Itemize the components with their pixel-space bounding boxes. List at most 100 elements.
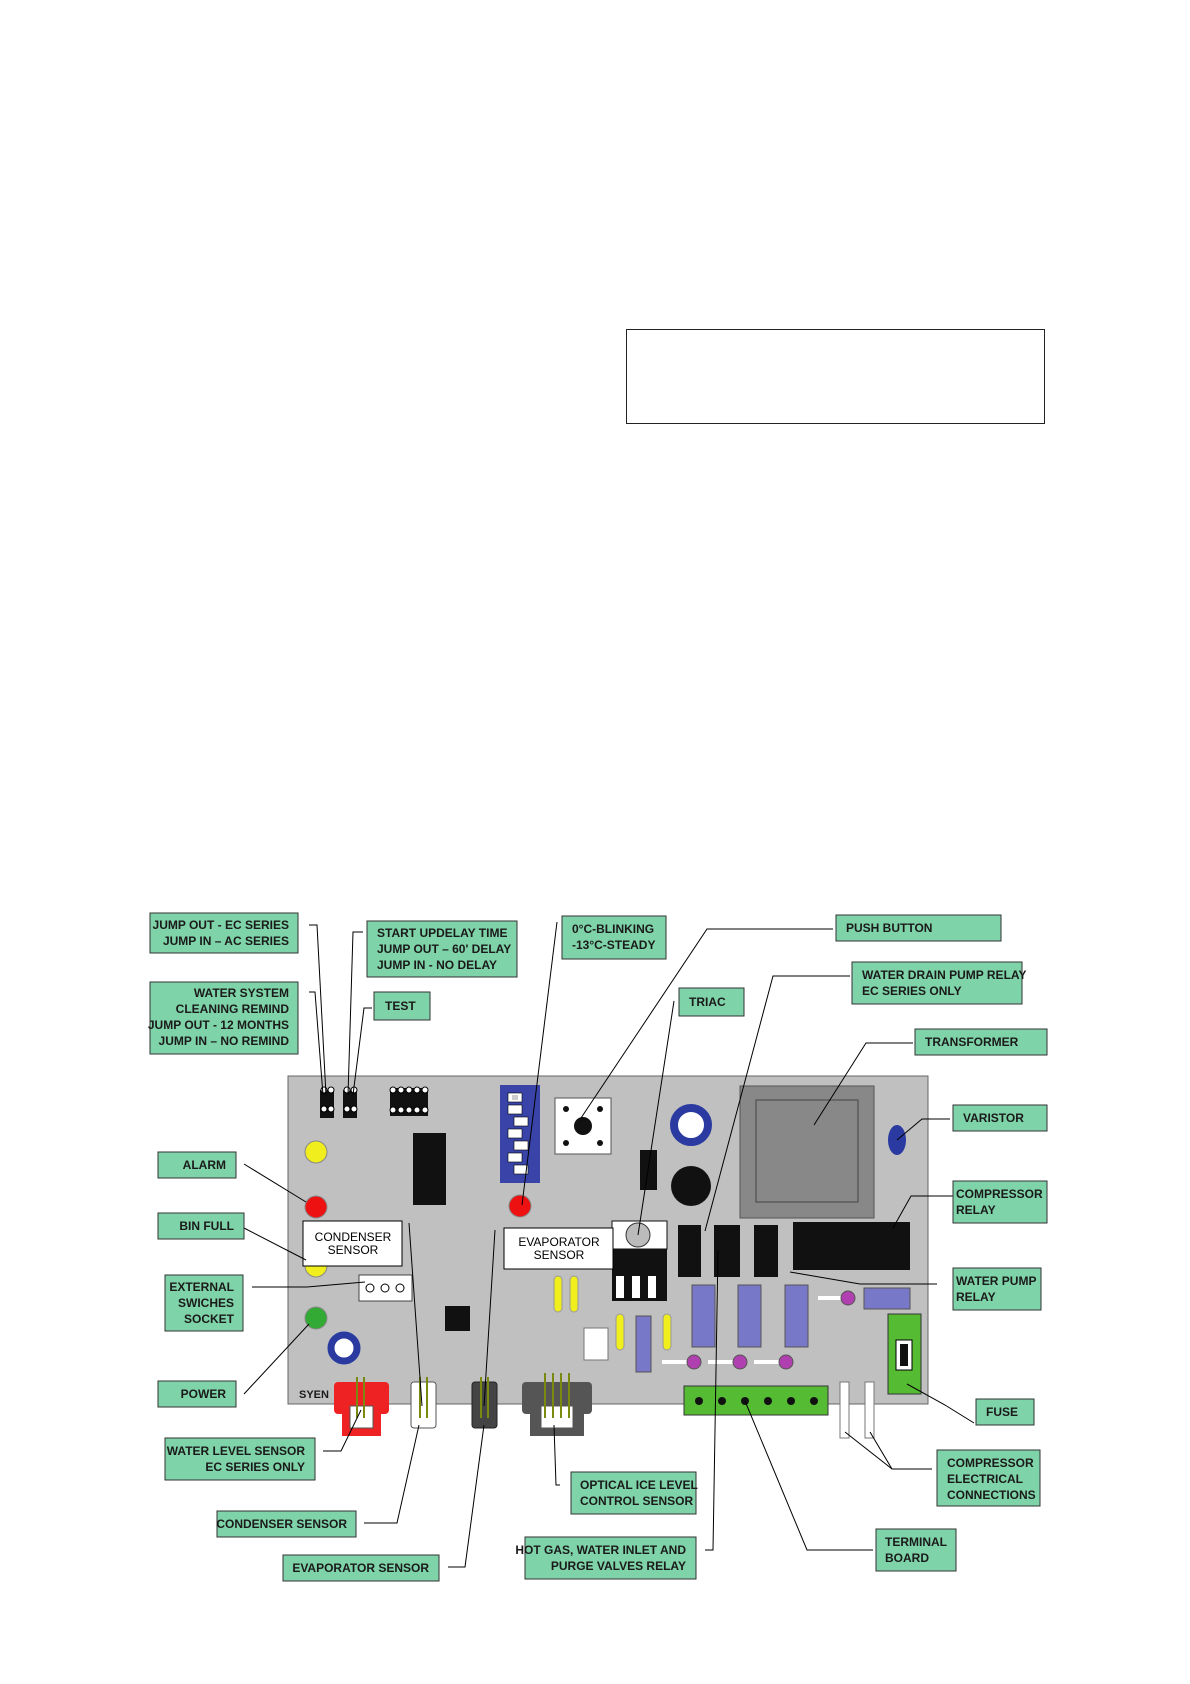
svg-text:WATER DRAIN PUMP RELAY: WATER DRAIN PUMP RELAY: [862, 968, 1026, 982]
label-power: POWER: [157, 1380, 237, 1408]
pin-header: [389, 1086, 429, 1116]
svg-text:RELAY: RELAY: [956, 1290, 996, 1304]
fuse-holder: [887, 1313, 922, 1395]
label-compressor-conn: COMPRESSOR ELECTRICAL CONNECTIONS: [936, 1449, 1041, 1507]
label-start-delay: START UPDELAY TIME JUMP OUT – 60' DELAY …: [366, 920, 518, 978]
resistor-yellow-4: [662, 1313, 672, 1351]
svg-text:JUMP OUT - EC SERIES: JUMP OUT - EC SERIES: [153, 918, 289, 932]
svg-text:WATER SYSTEM: WATER SYSTEM: [194, 986, 289, 1000]
svg-text:TEST: TEST: [385, 999, 416, 1013]
svg-text:PURGE VALVES RELAY: PURGE VALVES RELAY: [551, 1559, 686, 1573]
capacitor-ring-small: [327, 1331, 361, 1365]
svg-text:START UPDELAY TIME: START UPDELAY TIME: [377, 926, 507, 940]
blue-block-3: [784, 1284, 809, 1348]
resistor-yellow-1: [553, 1275, 563, 1313]
transformer: [739, 1085, 875, 1219]
label-drain-pump: WATER DRAIN PUMP RELAY EC SERIES ONLY: [851, 961, 1026, 1005]
evaporator-sensor-box: EVAPORATOR SENSOR: [503, 1227, 614, 1270]
label-external: EXTERNAL SWICHES SOCKET: [164, 1274, 244, 1332]
relay-compressor: [793, 1222, 910, 1270]
power-led: [304, 1306, 328, 1330]
voltage-regulator: [611, 1220, 668, 1301]
svg-text:BOARD: BOARD: [885, 1551, 929, 1565]
svg-text:JUMP IN – NO REMIND: JUMP IN – NO REMIND: [159, 1034, 290, 1048]
label-water-level: WATER LEVEL SENSOR EC SERIES ONLY: [164, 1437, 316, 1481]
svg-text:BIN FULL: BIN FULL: [179, 1219, 234, 1233]
label-water-pump-relay: WATER PUMP RELAY: [952, 1267, 1042, 1311]
external-switch-socket: [358, 1274, 413, 1302]
svg-text:CONTROL SENSOR: CONTROL SENSOR: [580, 1494, 693, 1508]
svg-text:SWICHES: SWICHES: [178, 1296, 234, 1310]
svg-text:JUMP OUT - 12 MONTHS: JUMP OUT - 12 MONTHS: [148, 1018, 289, 1032]
relay-drain-pump: [678, 1225, 701, 1277]
svg-text:EXTERNAL: EXTERNAL: [169, 1280, 234, 1294]
svg-text:CLEANING REMIND: CLEANING REMIND: [176, 1002, 290, 1016]
svg-text:WATER LEVEL SENSOR: WATER LEVEL SENSOR: [167, 1444, 306, 1458]
label-terminal-board: TERMINAL BOARD: [875, 1528, 957, 1572]
svg-text:JUMP IN – AC SERIES: JUMP IN – AC SERIES: [163, 934, 289, 948]
label-test: TEST: [373, 991, 431, 1021]
capacitor-ring-large: [670, 1104, 712, 1146]
compressor-terminal-2: [864, 1381, 875, 1439]
alarm-led: [304, 1195, 328, 1219]
svg-text:ELECTRICAL: ELECTRICAL: [947, 1472, 1023, 1486]
svg-text:SOCKET: SOCKET: [184, 1312, 235, 1326]
svg-text:CONNECTIONS: CONNECTIONS: [947, 1488, 1036, 1502]
label-push-button: PUSH BUTTON: [835, 914, 1002, 942]
jumper-start-delay: [343, 1086, 358, 1118]
svg-text:HOT GAS, WATER INLET AND: HOT GAS, WATER INLET AND: [515, 1543, 686, 1557]
terminal-board: [683, 1385, 829, 1416]
resistor-yellow-3: [615, 1313, 625, 1351]
empty-text-frame: [626, 329, 1045, 424]
condenser-box-line2: SENSOR: [328, 1243, 379, 1257]
board-brand: SYEN: [299, 1389, 329, 1401]
label-triac: TRIAC: [678, 987, 745, 1017]
condenser-sensor-box: CONDENSER SENSOR: [302, 1220, 403, 1267]
svg-text:COMPRESSOR: COMPRESSOR: [947, 1456, 1034, 1470]
label-transformer: TRANSFORMER: [914, 1028, 1048, 1056]
label-blinking: 0°C-BLINKING -13°C-STEADY: [561, 915, 667, 960]
svg-text:JUMP OUT – 60' DELAY: JUMP OUT – 60' DELAY: [377, 942, 511, 956]
condenser-box-line1: CONDENSER: [315, 1230, 392, 1244]
label-condenser-sensor: CONDENSER SENSOR: [216, 1510, 357, 1538]
label-fuse: FUSE: [975, 1398, 1035, 1426]
svg-text:POWER: POWER: [181, 1387, 227, 1401]
svg-text:PUSH BUTTON: PUSH BUTTON: [846, 921, 932, 935]
label-hot-gas: HOT GAS, WATER INLET AND PURGE VALVES RE…: [515, 1536, 697, 1580]
blink-led: [508, 1194, 532, 1218]
svg-text:-13°C-STEADY: -13°C-STEADY: [572, 938, 655, 952]
evaporator-box-line1: EVAPORATOR: [518, 1235, 600, 1249]
svg-text:RELAY: RELAY: [956, 1203, 996, 1217]
label-evaporator-sensor: EVAPORATOR SENSOR: [282, 1554, 440, 1582]
microcontroller-chip: [413, 1133, 446, 1205]
svg-text:CONDENSER SENSOR: CONDENSER SENSOR: [216, 1517, 347, 1531]
blue-component-small: [635, 1315, 652, 1373]
white-component: [583, 1327, 609, 1361]
condenser-connector: [410, 1377, 437, 1429]
svg-text:ALARM: ALARM: [183, 1158, 226, 1172]
svg-text:TRANSFORMER: TRANSFORMER: [925, 1035, 1019, 1049]
svg-text:OPTICAL ICE LEVEL: OPTICAL ICE LEVEL: [580, 1478, 698, 1492]
compressor-terminal-1: [839, 1381, 850, 1439]
svg-text:COMPRESSOR: COMPRESSOR: [956, 1187, 1043, 1201]
dip-switch: [500, 1085, 540, 1183]
water-level-connector: [334, 1377, 389, 1436]
small-chip: [445, 1306, 470, 1331]
valve-diodes: [662, 1290, 856, 1370]
evaporator-box-line2: SENSOR: [534, 1248, 585, 1262]
relay-water-pump: [754, 1225, 778, 1277]
svg-text:TERMINAL: TERMINAL: [885, 1535, 947, 1549]
blue-block-2: [737, 1284, 762, 1348]
optical-connector: [522, 1373, 592, 1436]
blue-block-4: [863, 1287, 911, 1310]
svg-text:EC SERIES ONLY: EC SERIES ONLY: [862, 984, 962, 998]
resistor-yellow-2: [569, 1275, 579, 1313]
svg-text:TRIAC: TRIAC: [689, 995, 726, 1009]
label-alarm: ALARM: [157, 1151, 237, 1179]
label-bin-full: BIN FULL: [157, 1212, 245, 1240]
label-optical: OPTICAL ICE LEVEL CONTROL SENSOR: [570, 1471, 698, 1515]
push-button: [554, 1097, 612, 1155]
blue-block-1: [691, 1284, 716, 1348]
svg-text:WATER PUMP: WATER PUMP: [956, 1274, 1036, 1288]
